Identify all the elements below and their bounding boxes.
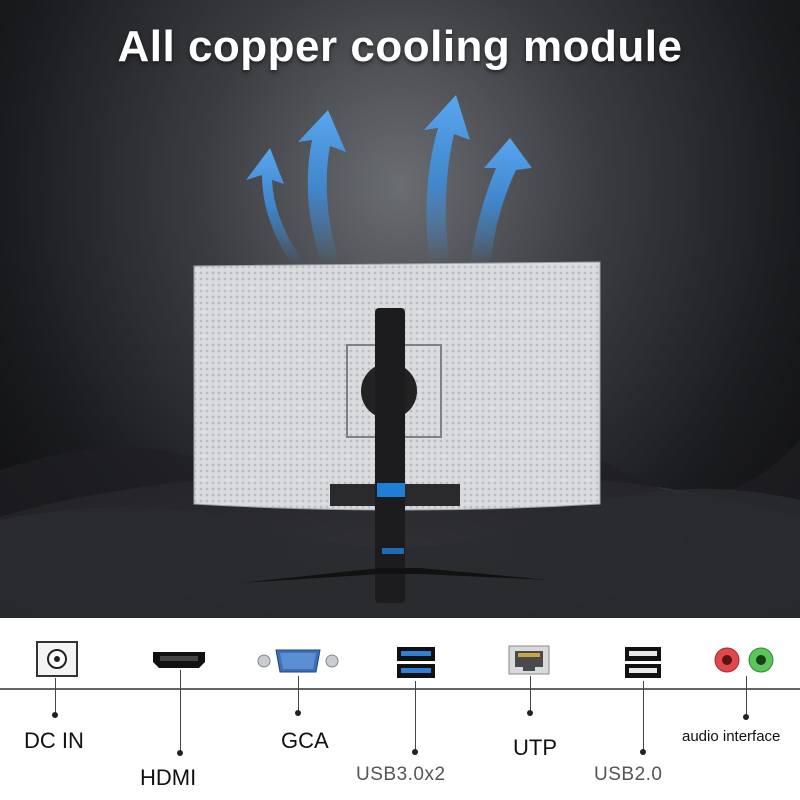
port-label-utp: UTP bbox=[513, 735, 557, 760]
port-label-usb2: USB2.0 bbox=[594, 764, 663, 785]
monitor-stand bbox=[240, 308, 550, 603]
usb3-double-port-icon bbox=[397, 647, 435, 678]
port-label-dc-in: DC IN bbox=[24, 728, 84, 753]
panel-divider bbox=[0, 688, 800, 690]
port-label-hdmi: HDMI bbox=[140, 765, 197, 790]
port-label-usb3: USB3.0x2 bbox=[356, 764, 446, 785]
dc-power-jack-icon bbox=[36, 641, 78, 677]
audio-jacks-icon bbox=[714, 647, 774, 673]
port-label-audio: audio interface bbox=[682, 728, 781, 745]
usb2-double-port-icon bbox=[625, 647, 661, 678]
port-label-gca: GCA bbox=[281, 728, 329, 753]
monitor-illustration bbox=[0, 95, 800, 618]
hero-scene: All copper cooling module bbox=[0, 0, 800, 618]
headline-title: All copper cooling module bbox=[117, 22, 683, 71]
ethernet-port-icon bbox=[508, 645, 550, 675]
vga-port-icon bbox=[257, 649, 339, 673]
airflow-arrows bbox=[246, 95, 532, 265]
hdmi-port-icon bbox=[153, 652, 205, 668]
